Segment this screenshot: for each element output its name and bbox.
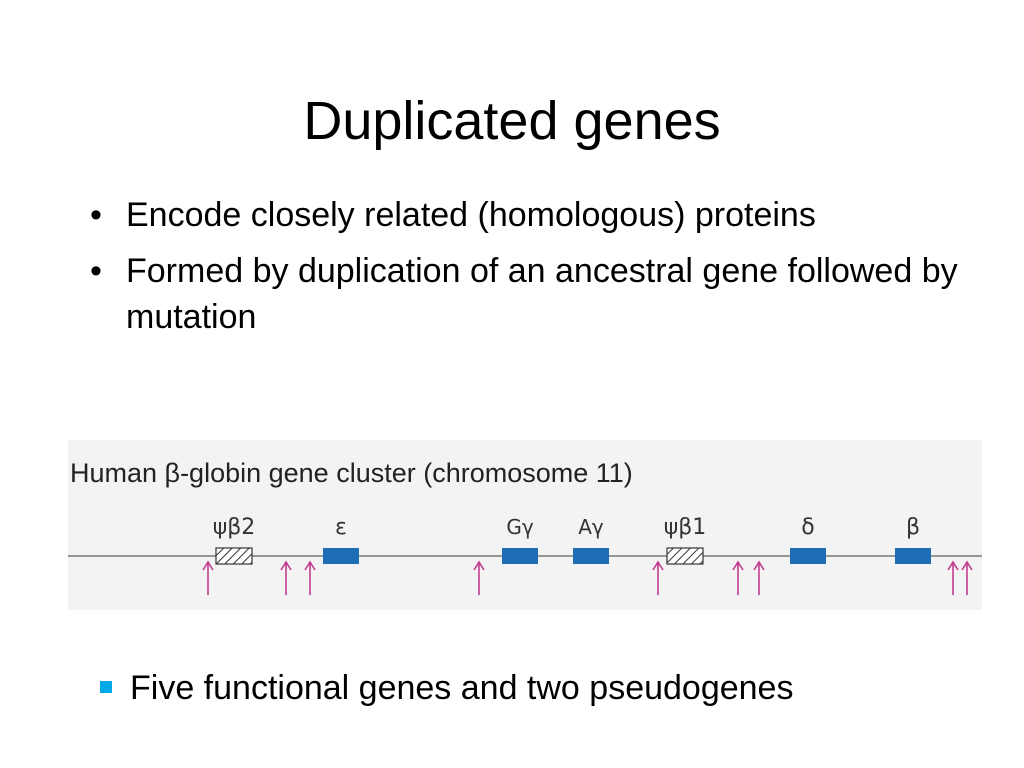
gene-label-psi-beta1: ψβ1 (664, 515, 707, 540)
gene-cluster-figure: Human β-globin gene cluster (chromosome … (68, 440, 982, 610)
arrow-up-icon (202, 560, 214, 595)
gene-box-delta (790, 548, 826, 564)
gene-label-psi-beta2: ψβ2 (213, 515, 256, 540)
gene-label-beta: β (906, 515, 920, 540)
arrow-up-icon (961, 560, 973, 595)
regulatory-arrows (202, 560, 973, 595)
gene-box-beta (895, 548, 931, 564)
bullet-text: Formed by duplication of an ancestral ge… (126, 252, 958, 336)
gene-label-delta: δ (801, 515, 814, 540)
arrow-up-icon (280, 560, 292, 595)
gene-box-g-gamma (502, 548, 538, 564)
bullet-list: • Encode closely related (homologous) pr… (86, 192, 966, 350)
arrow-up-icon (732, 560, 744, 595)
bullet-dot-icon: • (90, 196, 102, 234)
gene-label-a-gamma: Aγ (578, 515, 604, 539)
footer-bullet-text: Five functional genes and two pseudogene… (130, 669, 794, 707)
bullet-text: Encode closely related (homologous) prot… (126, 196, 816, 234)
gene-markers (215, 547, 931, 565)
arrow-up-icon (304, 560, 316, 595)
bullet-item: • Formed by duplication of an ancestral … (86, 248, 966, 340)
arrow-up-icon (652, 560, 664, 595)
gene-cluster-diagram: Human β-globin gene cluster (chromosome … (68, 458, 982, 595)
square-bullet-icon (100, 681, 112, 693)
gene-box-psi-beta1 (666, 547, 704, 565)
gene-label-epsilon: ε (335, 515, 347, 540)
bullet-dot-icon: • (90, 252, 102, 290)
gene-box-epsilon (323, 548, 359, 564)
arrow-up-icon (753, 560, 765, 595)
footer-bullet: Five functional genes and two pseudogene… (100, 666, 793, 710)
gene-box-a-gamma (573, 548, 609, 564)
figure-title: Human β-globin gene cluster (chromosome … (70, 458, 633, 488)
gene-labels: ψβ2 ε Gγ Aγ ψβ1 δ β (213, 515, 920, 540)
gene-label-g-gamma: Gγ (506, 515, 533, 539)
arrow-up-icon (473, 560, 485, 595)
slide-title: Duplicated genes (303, 91, 721, 151)
gene-box-psi-beta2 (215, 547, 253, 565)
arrow-up-icon (947, 560, 959, 595)
bullet-item: • Encode closely related (homologous) pr… (86, 192, 966, 238)
